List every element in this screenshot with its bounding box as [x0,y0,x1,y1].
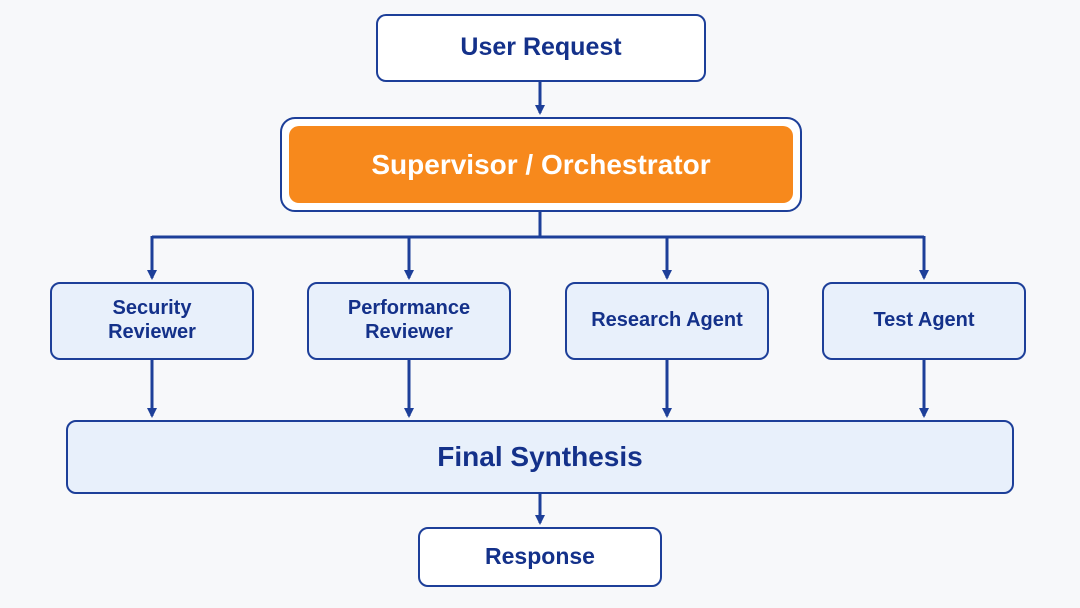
final-synthesis-label: Final Synthesis [437,441,643,473]
supervisor-orchestrator-node: Supervisor / Orchestrator [280,117,802,212]
response-node: Response [418,527,662,587]
test-agent-node: Test Agent [822,282,1026,360]
security-reviewer-label-line-1: Security [112,297,192,320]
user-request-node: User Request [376,14,706,82]
supervisor-orchestrator-label: Supervisor / Orchestrator [371,148,711,180]
security-reviewer-label-line-2: Reviewer [108,321,196,343]
response-label: Response [485,543,595,570]
performance-reviewer-node: Performance Reviewer [307,282,511,360]
research-agent-node: Research Agent [565,282,769,360]
performance-reviewer-label-line-2: Reviewer [365,321,453,343]
research-agent-label: Research Agent [591,309,743,332]
final-synthesis-node: Final Synthesis [66,420,1014,494]
supervisor-orchestrator-fill: Supervisor / Orchestrator [289,126,793,203]
test-agent-label: Test Agent [873,309,975,332]
user-request-label: User Request [460,33,622,62]
performance-reviewer-label-line-1: Performance [347,297,471,320]
security-reviewer-node: Security Reviewer [50,282,254,360]
